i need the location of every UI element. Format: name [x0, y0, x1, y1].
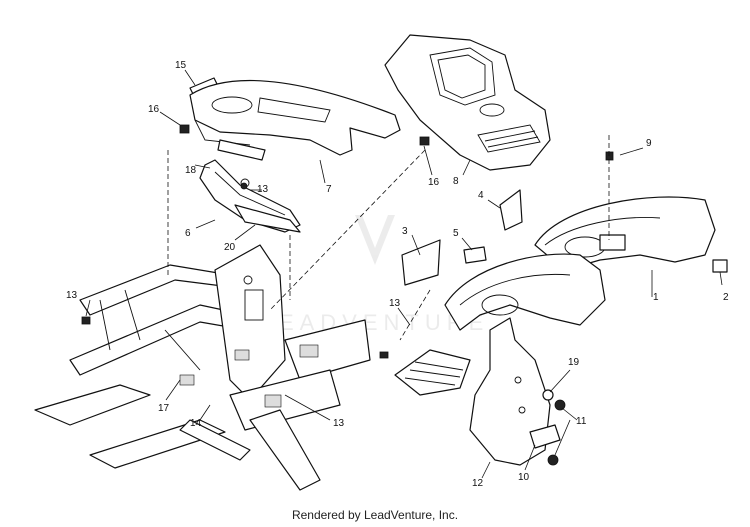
callout-12: 12 — [472, 478, 484, 489]
watermark: LEADVENTURE — [261, 215, 490, 335]
callout-1: 1 — [653, 292, 659, 303]
callout-7: 7 — [326, 184, 332, 195]
leader-lines — [85, 69, 723, 479]
callout-6: 6 — [185, 228, 191, 239]
part-11-nut — [547, 399, 566, 466]
part-9-bolt — [605, 135, 614, 240]
callout-9: 9 — [646, 138, 652, 149]
callout-16-left: 16 — [148, 104, 160, 115]
part-6-lower-shroud — [199, 159, 301, 233]
footer-credit: Rendered by LeadVenture, Inc. — [291, 508, 459, 522]
part-16-clip — [179, 124, 430, 146]
callout-2: 2 — [723, 292, 729, 303]
part-13-screws — [81, 182, 389, 359]
footrest-plate — [394, 349, 471, 396]
part-2-decal — [712, 259, 728, 273]
callout-8: 8 — [453, 176, 459, 187]
callout-5: 5 — [453, 228, 459, 239]
callout-13-frame-left: 13 — [66, 290, 78, 301]
part-1-front-fender — [444, 253, 606, 331]
part-1-rear-fender — [534, 196, 716, 271]
callout-labels: 1 2 3 4 5 6 7 8 9 10 11 12 13 13 13 13 1… — [66, 60, 729, 489]
callout-13-frame-center: 13 — [333, 418, 345, 429]
callout-17: 17 — [158, 403, 170, 414]
callout-4: 4 — [478, 190, 484, 201]
callout-19: 19 — [568, 357, 580, 368]
part-18-bracket — [217, 139, 266, 161]
watermark-text: LEADVENTURE — [261, 310, 490, 335]
part-4-decal — [499, 189, 523, 231]
callout-20: 20 — [224, 242, 236, 253]
part-12-mudflap — [469, 317, 551, 466]
frame — [34, 244, 371, 491]
callout-13-shroud: 13 — [257, 184, 269, 195]
part-3-decal — [401, 239, 441, 286]
part-8-hood — [384, 34, 551, 171]
part-5-decal — [463, 246, 487, 264]
part-19-washer — [542, 389, 554, 401]
alignment-lines — [167, 149, 431, 341]
callout-14: 14 — [190, 418, 202, 429]
callout-18: 18 — [185, 165, 197, 176]
callout-10: 10 — [518, 472, 530, 483]
callout-11: 11 — [576, 416, 587, 427]
callout-3: 3 — [402, 226, 408, 237]
callout-16-right: 16 — [428, 177, 440, 188]
callout-13-footrest: 13 — [389, 298, 401, 309]
callout-15: 15 — [175, 60, 187, 71]
part-10-bracket — [529, 424, 561, 449]
